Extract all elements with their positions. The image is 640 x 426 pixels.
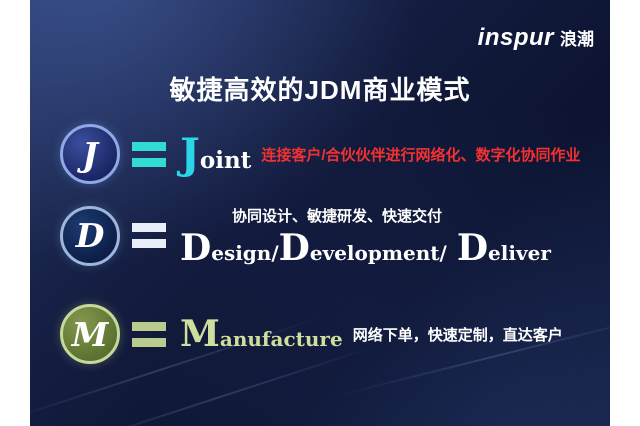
equals-icon-m bbox=[132, 321, 166, 347]
term-development-initial: D bbox=[278, 227, 310, 269]
badge-m: M bbox=[60, 304, 120, 364]
joint-description: 连接客户/合伙伙伴进行网络化、数字化协同作业 bbox=[261, 146, 581, 164]
equals-icon-j bbox=[132, 141, 166, 167]
design-description: 协同设计、敏捷研发、快速交付 bbox=[232, 208, 443, 225]
slide-title: 敏捷高效的JDM商业模式 bbox=[169, 75, 471, 105]
logo-wordmark: inspur bbox=[477, 24, 554, 51]
manufacture-description: 网络下单，快速定制，直达客户 bbox=[352, 326, 563, 344]
logo-cn-text: 浪潮 bbox=[560, 30, 594, 49]
term-manufacture-initial: M bbox=[180, 313, 220, 355]
row-design: D 协同设计、敏捷研发、快速交付 Design/Development/Deli… bbox=[60, 205, 551, 266]
design-text-block: 协同设计、敏捷研发、快速交付 Design/Development/Delive… bbox=[180, 205, 551, 266]
equals-bar bbox=[132, 157, 166, 167]
term-design-initial: D bbox=[180, 227, 212, 269]
badge-d: D bbox=[60, 205, 120, 266]
badge-j: J bbox=[60, 124, 120, 184]
equals-bar bbox=[132, 321, 166, 331]
equals-bar bbox=[132, 337, 166, 347]
term-manufacture: Manufacture bbox=[180, 316, 343, 352]
slide: inspur 浪潮 敏捷高效的JDM商业模式 J Joint 连接客户/合伙伙伴… bbox=[30, 0, 610, 426]
equals-bar bbox=[132, 223, 166, 232]
term-deliver-rest: eliver bbox=[488, 241, 551, 265]
term-design: Design/Development/Deliver bbox=[180, 230, 551, 266]
row-manufacture: M Manufacture 网络下单，快速定制，直达客户 bbox=[60, 304, 563, 364]
equals-icon-d bbox=[132, 223, 166, 248]
inspur-logo: inspur 浪潮 bbox=[478, 24, 594, 52]
term-manufacture-rest: anufacture bbox=[219, 327, 343, 351]
equals-bar bbox=[132, 239, 166, 248]
term-joint: Joint bbox=[180, 133, 251, 175]
term-deliver-initial: D bbox=[456, 227, 489, 269]
term-joint-rest: oint bbox=[199, 147, 252, 174]
term-development-rest: evelopment/ bbox=[309, 241, 447, 265]
row-joint: J Joint 连接客户/合伙伙伴进行网络化、数字化协同作业 bbox=[60, 124, 580, 184]
equals-bar bbox=[132, 141, 166, 151]
term-joint-initial: J bbox=[180, 129, 200, 178]
term-design-rest: esign/ bbox=[211, 241, 279, 265]
